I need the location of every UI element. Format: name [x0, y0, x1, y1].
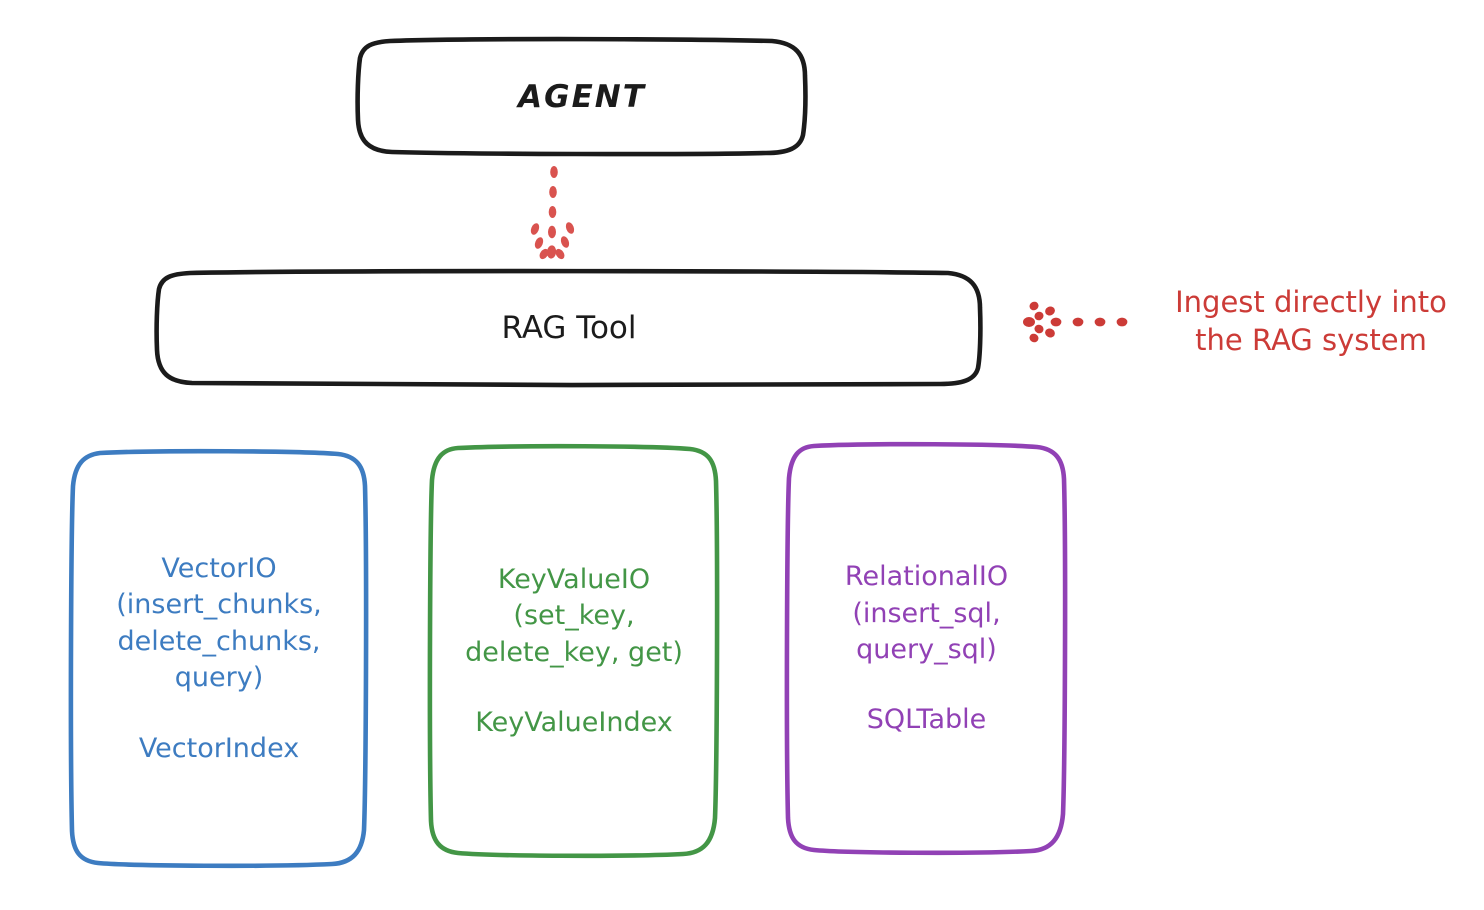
vector-io-node-shape[interactable]: [68, 448, 369, 869]
relational-io-node-shape[interactable]: [784, 441, 1068, 856]
ingest-arrow: [1023, 301, 1128, 343]
agent-node-shape[interactable]: [355, 36, 808, 157]
agent-to-rag-arrow: [530, 166, 575, 260]
key-value-io-node-shape[interactable]: [427, 443, 720, 859]
rag-tool-node-shape[interactable]: [154, 268, 983, 388]
ingest-annotation-label: Ingest directly into the RAG system: [1175, 285, 1447, 358]
